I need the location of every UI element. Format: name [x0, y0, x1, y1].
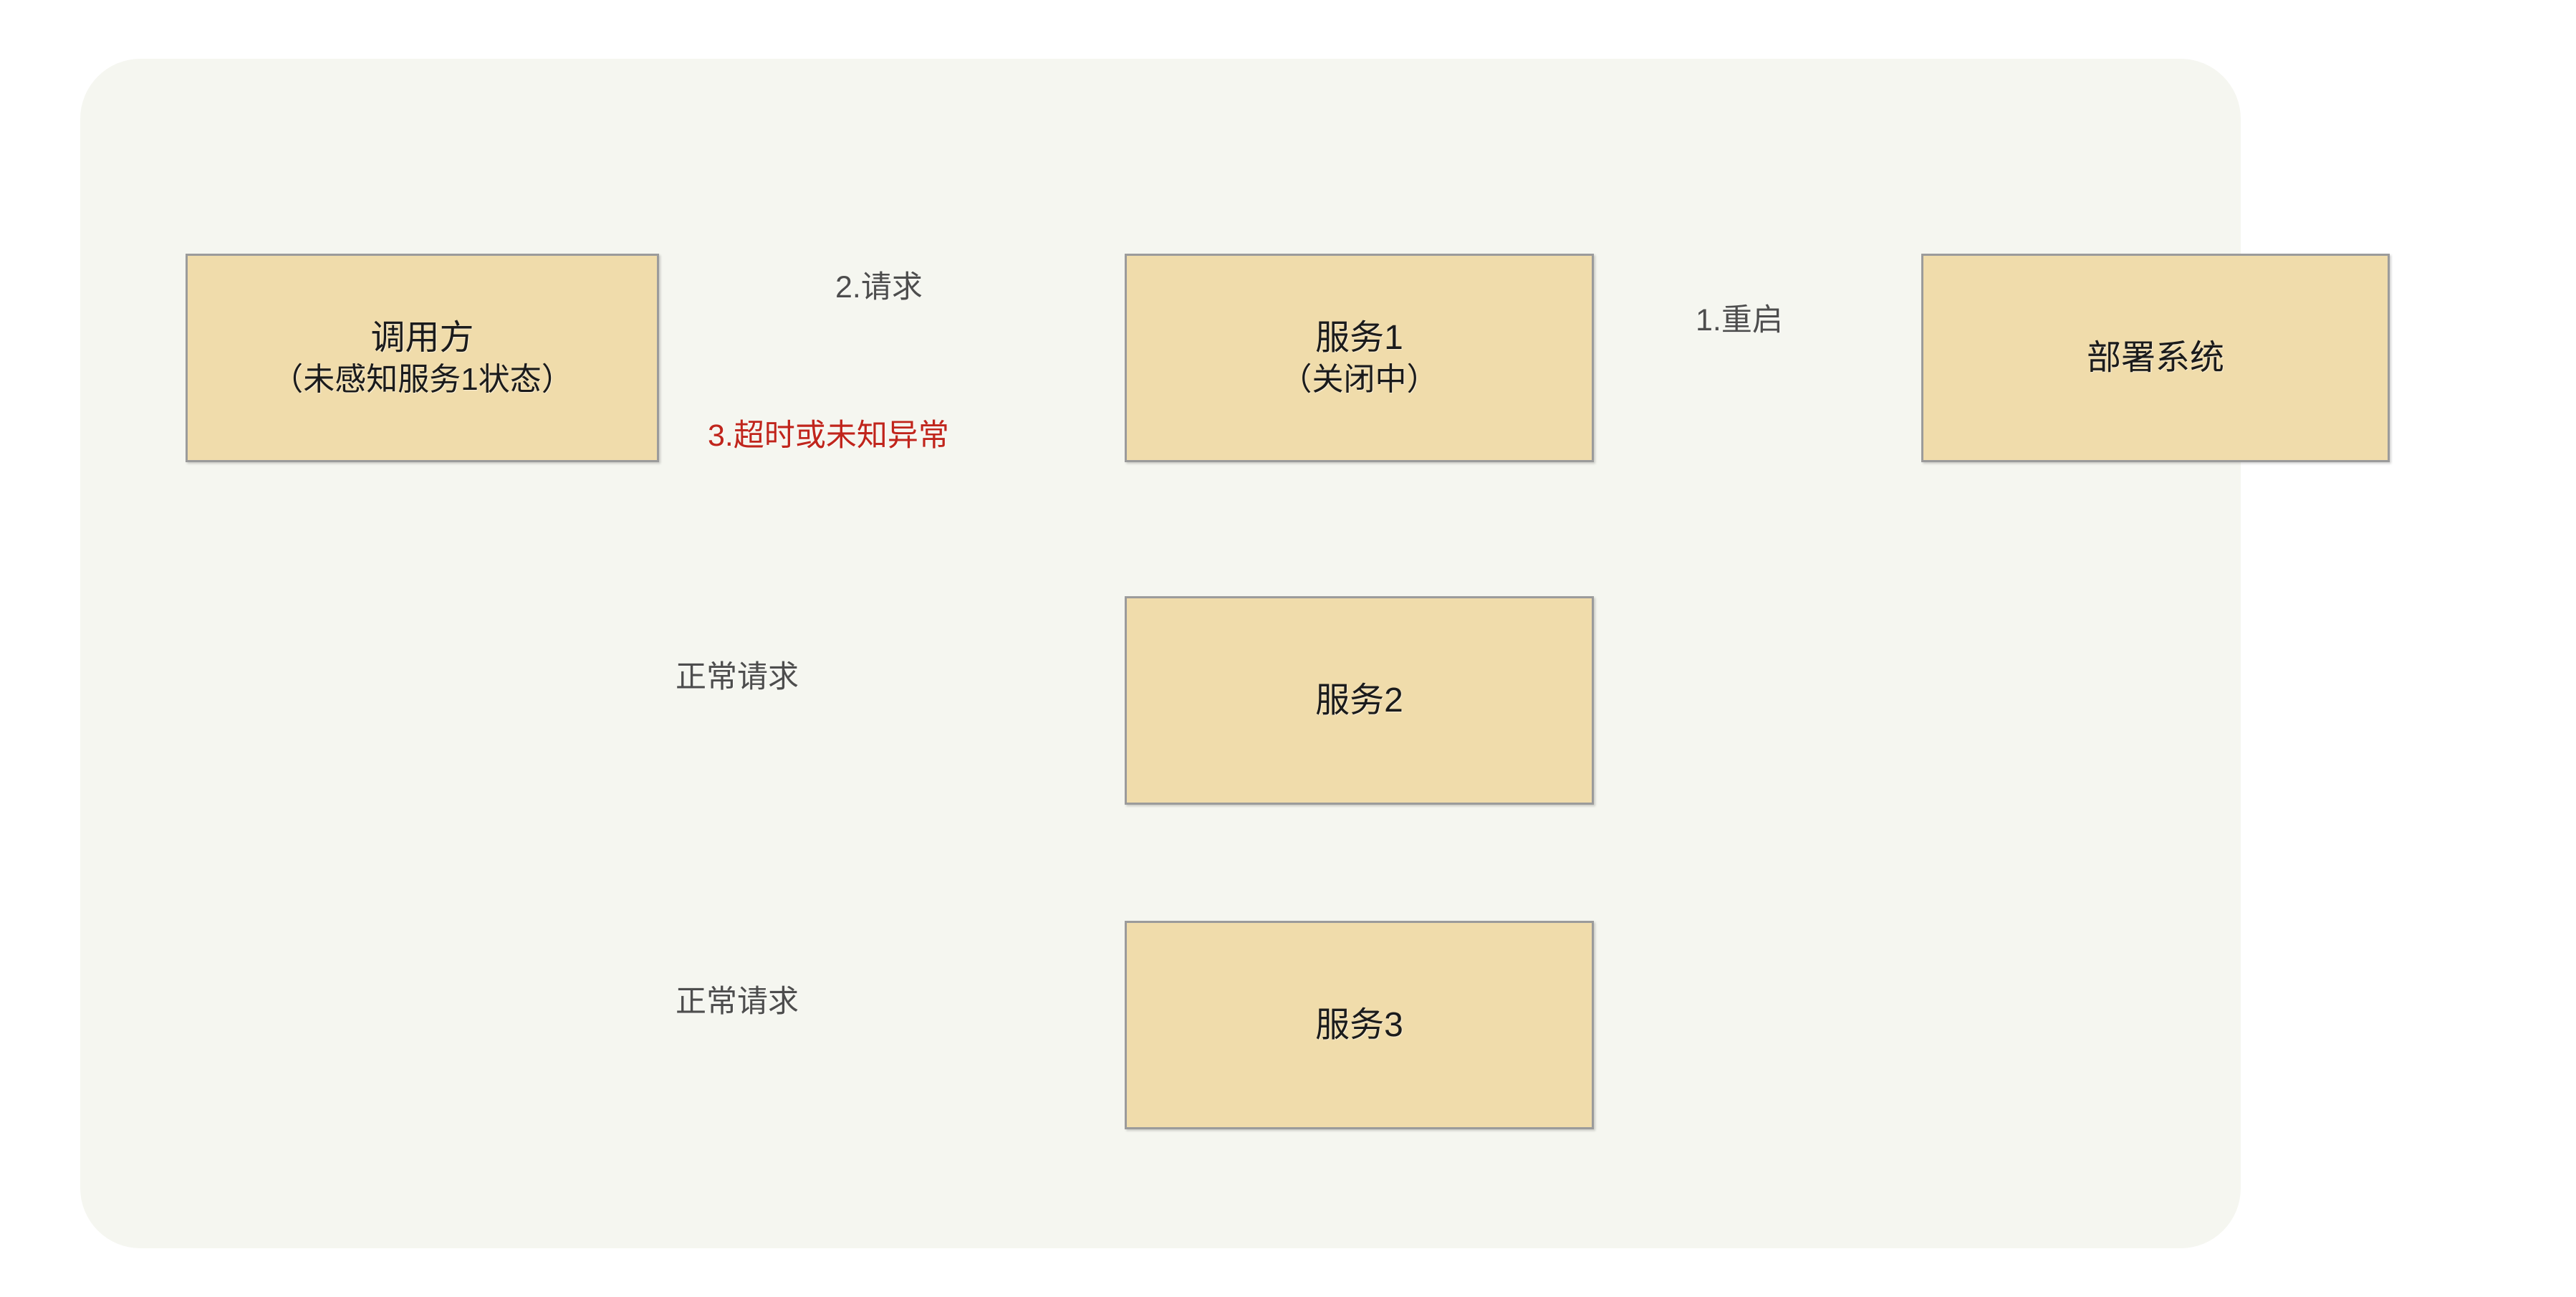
- edge-label-normal-request-2: 正常请求: [676, 660, 799, 694]
- edge-label-normal-request-3: 正常请求: [676, 985, 799, 1019]
- node-deploy-system-title: 部署系统: [2086, 338, 2224, 377]
- node-service1-title: 服务1: [1315, 318, 1403, 357]
- node-service3[interactable]: 服务3: [1125, 921, 1594, 1129]
- node-service1-subtitle: （关闭中）: [1280, 362, 1438, 398]
- node-service2-title: 服务2: [1315, 681, 1403, 719]
- node-service1[interactable]: 服务1 （关闭中）: [1125, 254, 1594, 462]
- node-caller-title: 调用方: [370, 318, 474, 357]
- edge-label-timeout-error: 3.超时或未知异常: [708, 418, 949, 453]
- edge-label-restart: 1.重启: [1696, 303, 1783, 338]
- node-service2[interactable]: 服务2: [1125, 596, 1594, 805]
- edge-label-request: 2.请求: [835, 270, 923, 305]
- node-service3-title: 服务3: [1315, 1005, 1403, 1044]
- node-deploy-system[interactable]: 部署系统: [1921, 254, 2390, 462]
- node-caller-subtitle: （未感知服务1状态）: [271, 362, 573, 398]
- node-caller[interactable]: 调用方 （未感知服务1状态）: [186, 254, 659, 462]
